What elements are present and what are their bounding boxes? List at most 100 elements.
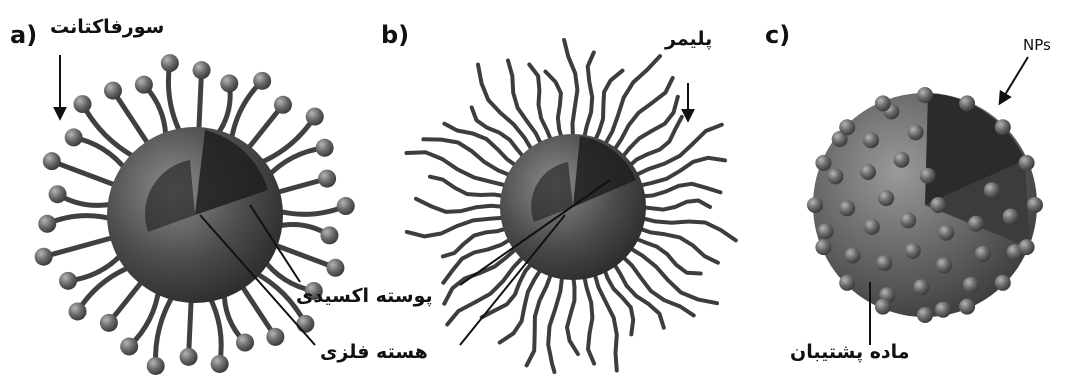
support-label: ماده پشتیبان <box>790 343 910 362</box>
nanoparticle <box>959 95 975 111</box>
nanoparticle <box>863 132 879 148</box>
panel-c-supported-nps <box>807 87 1043 323</box>
panel-a-letter: a) <box>10 23 37 47</box>
surfactant-head <box>337 197 355 215</box>
polymer-chain <box>548 273 562 372</box>
nanoparticle <box>815 155 831 171</box>
polymer-chain <box>637 158 725 187</box>
surfactant-head <box>220 74 238 92</box>
polymer-chain <box>603 267 633 335</box>
surfactant-head <box>306 108 324 126</box>
surfactant-tail <box>239 282 275 337</box>
surfactant-head <box>35 248 53 266</box>
surfactant-head <box>316 139 334 157</box>
surfactant-head <box>43 152 61 170</box>
surfactant-tail <box>199 70 202 135</box>
surfactant-head <box>104 82 122 100</box>
surfactant-head <box>193 61 211 79</box>
surfactant-tail <box>270 243 336 268</box>
nanoparticle <box>864 219 880 235</box>
nanoparticle <box>935 302 951 318</box>
surfactant-head <box>320 226 338 244</box>
surfactant-tail <box>189 295 192 357</box>
nanoparticle <box>995 119 1011 135</box>
surfactant-tail <box>266 148 325 178</box>
surfactant-tail <box>168 63 182 136</box>
polymer-chain <box>639 184 720 197</box>
nanoparticle <box>878 190 894 206</box>
nanoparticle <box>875 95 891 111</box>
nanoparticle <box>839 275 855 291</box>
polymer-chain <box>567 274 578 354</box>
polymer-chain <box>430 177 507 197</box>
nanoparticle <box>1019 155 1035 171</box>
surfactant-head <box>135 76 153 94</box>
nanoparticle <box>1003 209 1019 225</box>
surfactant-head <box>161 54 179 72</box>
nanoparticle <box>959 299 975 315</box>
surfactant-head <box>253 72 271 90</box>
nanoparticle <box>807 197 823 213</box>
nanoparticle <box>905 243 921 259</box>
surfactant-label: سورفاکتانت <box>50 18 164 37</box>
surfactant-tail <box>208 294 221 364</box>
nanoparticle <box>839 200 855 216</box>
nanoparticle <box>938 225 954 241</box>
nanoparticle <box>860 164 876 180</box>
nanoparticle <box>894 152 910 168</box>
polymer-label: پلیمر <box>665 30 712 49</box>
nanoparticle <box>875 299 891 315</box>
surfactant-head <box>69 302 87 320</box>
nanoparticle <box>827 168 843 184</box>
surfactant-tail <box>47 216 115 224</box>
nanoparticle <box>1027 197 1043 213</box>
surfactant-tail <box>275 206 346 214</box>
nanoparticle <box>1019 239 1035 255</box>
surfactant-tail <box>52 161 120 187</box>
nanoparticle <box>975 246 991 262</box>
surfactant-head <box>326 259 344 277</box>
polymer-chain <box>584 52 594 140</box>
surfactant-tail <box>144 85 166 141</box>
surfactant-tail <box>44 236 118 256</box>
polymer-chain <box>416 199 506 212</box>
nanoparticle <box>936 257 952 273</box>
nanoparticle <box>968 216 984 232</box>
nanoparticle <box>984 182 1000 198</box>
surfactant-head <box>65 128 83 146</box>
nanoparticle <box>963 277 979 293</box>
surfactant-head <box>59 272 77 290</box>
panel-b-letter: b) <box>381 23 409 47</box>
surfactant-head <box>147 357 165 375</box>
nanoparticle <box>930 197 946 213</box>
surfactant-head <box>49 185 67 203</box>
polymer-chain <box>639 218 736 241</box>
surfactant-tail <box>156 292 175 366</box>
polymer-chain <box>564 40 577 140</box>
surfactant-head <box>100 314 118 332</box>
nanoparticle <box>995 275 1011 291</box>
nanoparticle <box>818 223 834 239</box>
surfactant-head <box>38 215 56 233</box>
surfactant-head <box>180 348 198 366</box>
surfactant-tail <box>74 137 128 171</box>
nanoparticle <box>920 168 936 184</box>
nanoparticle <box>900 212 916 228</box>
polymer-chain <box>594 71 623 144</box>
surfactant-tail <box>245 105 283 153</box>
surfactant-head <box>318 170 336 188</box>
panel-a-surfactant-particle <box>35 54 355 375</box>
surfactant-head <box>266 328 284 346</box>
panel-c-letter: c) <box>765 23 790 47</box>
nanoparticle <box>917 307 933 323</box>
surfactant-head <box>236 334 254 352</box>
surfactant-head <box>296 315 314 333</box>
nps-label: NPs <box>1023 38 1051 53</box>
metal-core-label: هسته فلزی <box>320 343 428 362</box>
nanoparticle <box>908 124 924 140</box>
nanoparticle <box>815 239 831 255</box>
surfactant-head <box>73 95 91 113</box>
surfactant-head <box>211 355 229 373</box>
